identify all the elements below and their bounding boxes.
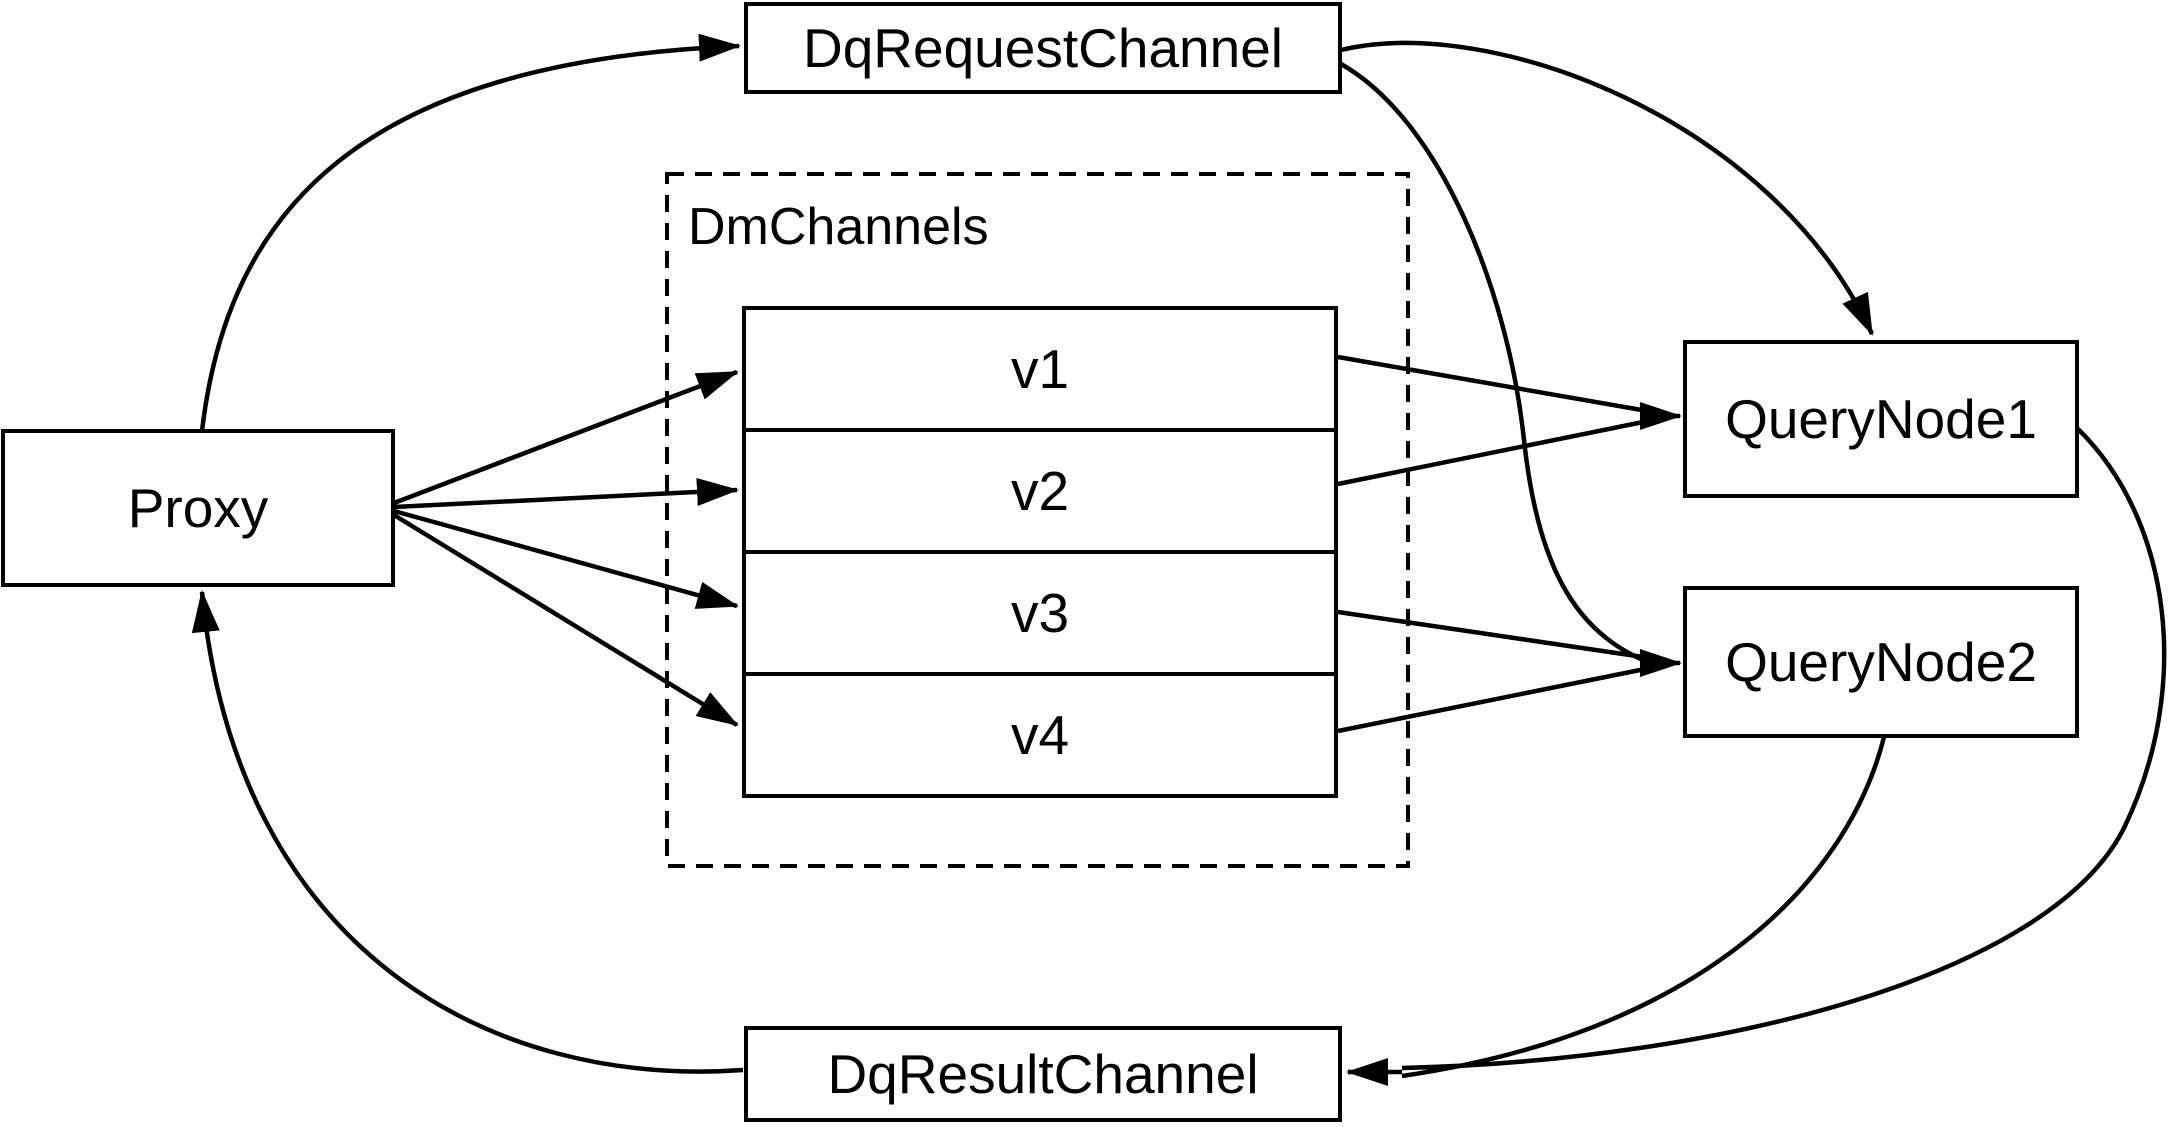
edge-dqrequestchannel-to-querynode2 bbox=[1339, 62, 1649, 665]
querynode1-label: QueryNode1 bbox=[1725, 388, 2037, 450]
edge-v4-to-querynode2 bbox=[1337, 665, 1651, 734]
channel-row-v4 bbox=[742, 672, 1338, 798]
edge-querynode1-to-dqresultchannel bbox=[1401, 426, 2167, 1071]
dmchannels-label: DmChannels bbox=[688, 198, 989, 256]
dqresultchannel-label: DqResultChannel bbox=[827, 1043, 1258, 1105]
node-dqrequestchannel: DqRequestChannel bbox=[744, 2, 1342, 94]
edge-dqresultchannel-to-proxy bbox=[191, 590, 744, 1074]
edge-v3-to-querynode2 bbox=[1337, 609, 1651, 661]
channel-row-v1 bbox=[742, 306, 1338, 432]
node-dqresultchannel: DqResultChannel bbox=[744, 1026, 1342, 1122]
dqresultchannel-box bbox=[744, 1026, 1342, 1122]
proxy-box bbox=[1, 429, 395, 587]
node-channel-stack: v1 v2 v3 v4 bbox=[742, 306, 1338, 798]
node-proxy: Proxy bbox=[1, 429, 395, 587]
channel-row-v3 bbox=[742, 550, 1338, 676]
querynode1-box bbox=[1683, 340, 2079, 498]
querynode2-label: QueryNode2 bbox=[1725, 631, 2037, 693]
querynode2-box bbox=[1683, 586, 2079, 738]
edge-proxy-to-dqrequestchannel bbox=[199, 33, 741, 432]
proxy-label: Proxy bbox=[128, 477, 269, 539]
edge-layer bbox=[191, 33, 2167, 1086]
edge-proxy-to-v1 bbox=[393, 369, 739, 506]
edge-dqrequestchannel-to-querynode1 bbox=[1340, 40, 1875, 336]
channel-v3-label: v3 bbox=[1011, 582, 1069, 644]
node-querynode1: QueryNode1 bbox=[1683, 340, 2079, 498]
edge-proxy-to-v4 bbox=[392, 513, 739, 727]
edge-proxy-to-v2 bbox=[393, 477, 739, 510]
dqrequestchannel-label: DqRequestChannel bbox=[803, 17, 1283, 79]
edge-v2-to-querynode1 bbox=[1337, 417, 1654, 487]
channel-v2-label: v2 bbox=[1011, 460, 1069, 522]
channel-v1-label: v1 bbox=[1011, 338, 1069, 400]
node-dmchannels-group: DmChannels bbox=[665, 172, 1410, 868]
channel-v4-label: v4 bbox=[1011, 704, 1069, 766]
edge-v1-to-querynode1 bbox=[1337, 354, 1654, 415]
dmchannels-dashed-box bbox=[665, 172, 1410, 868]
dqrequestchannel-box bbox=[744, 2, 1342, 94]
edge-proxy-to-v3 bbox=[393, 508, 739, 609]
channel-row-v2 bbox=[742, 428, 1338, 554]
edge-querynode2-to-dqresultchannel bbox=[1401, 736, 1887, 1079]
node-querynode2: QueryNode2 bbox=[1683, 586, 2079, 738]
